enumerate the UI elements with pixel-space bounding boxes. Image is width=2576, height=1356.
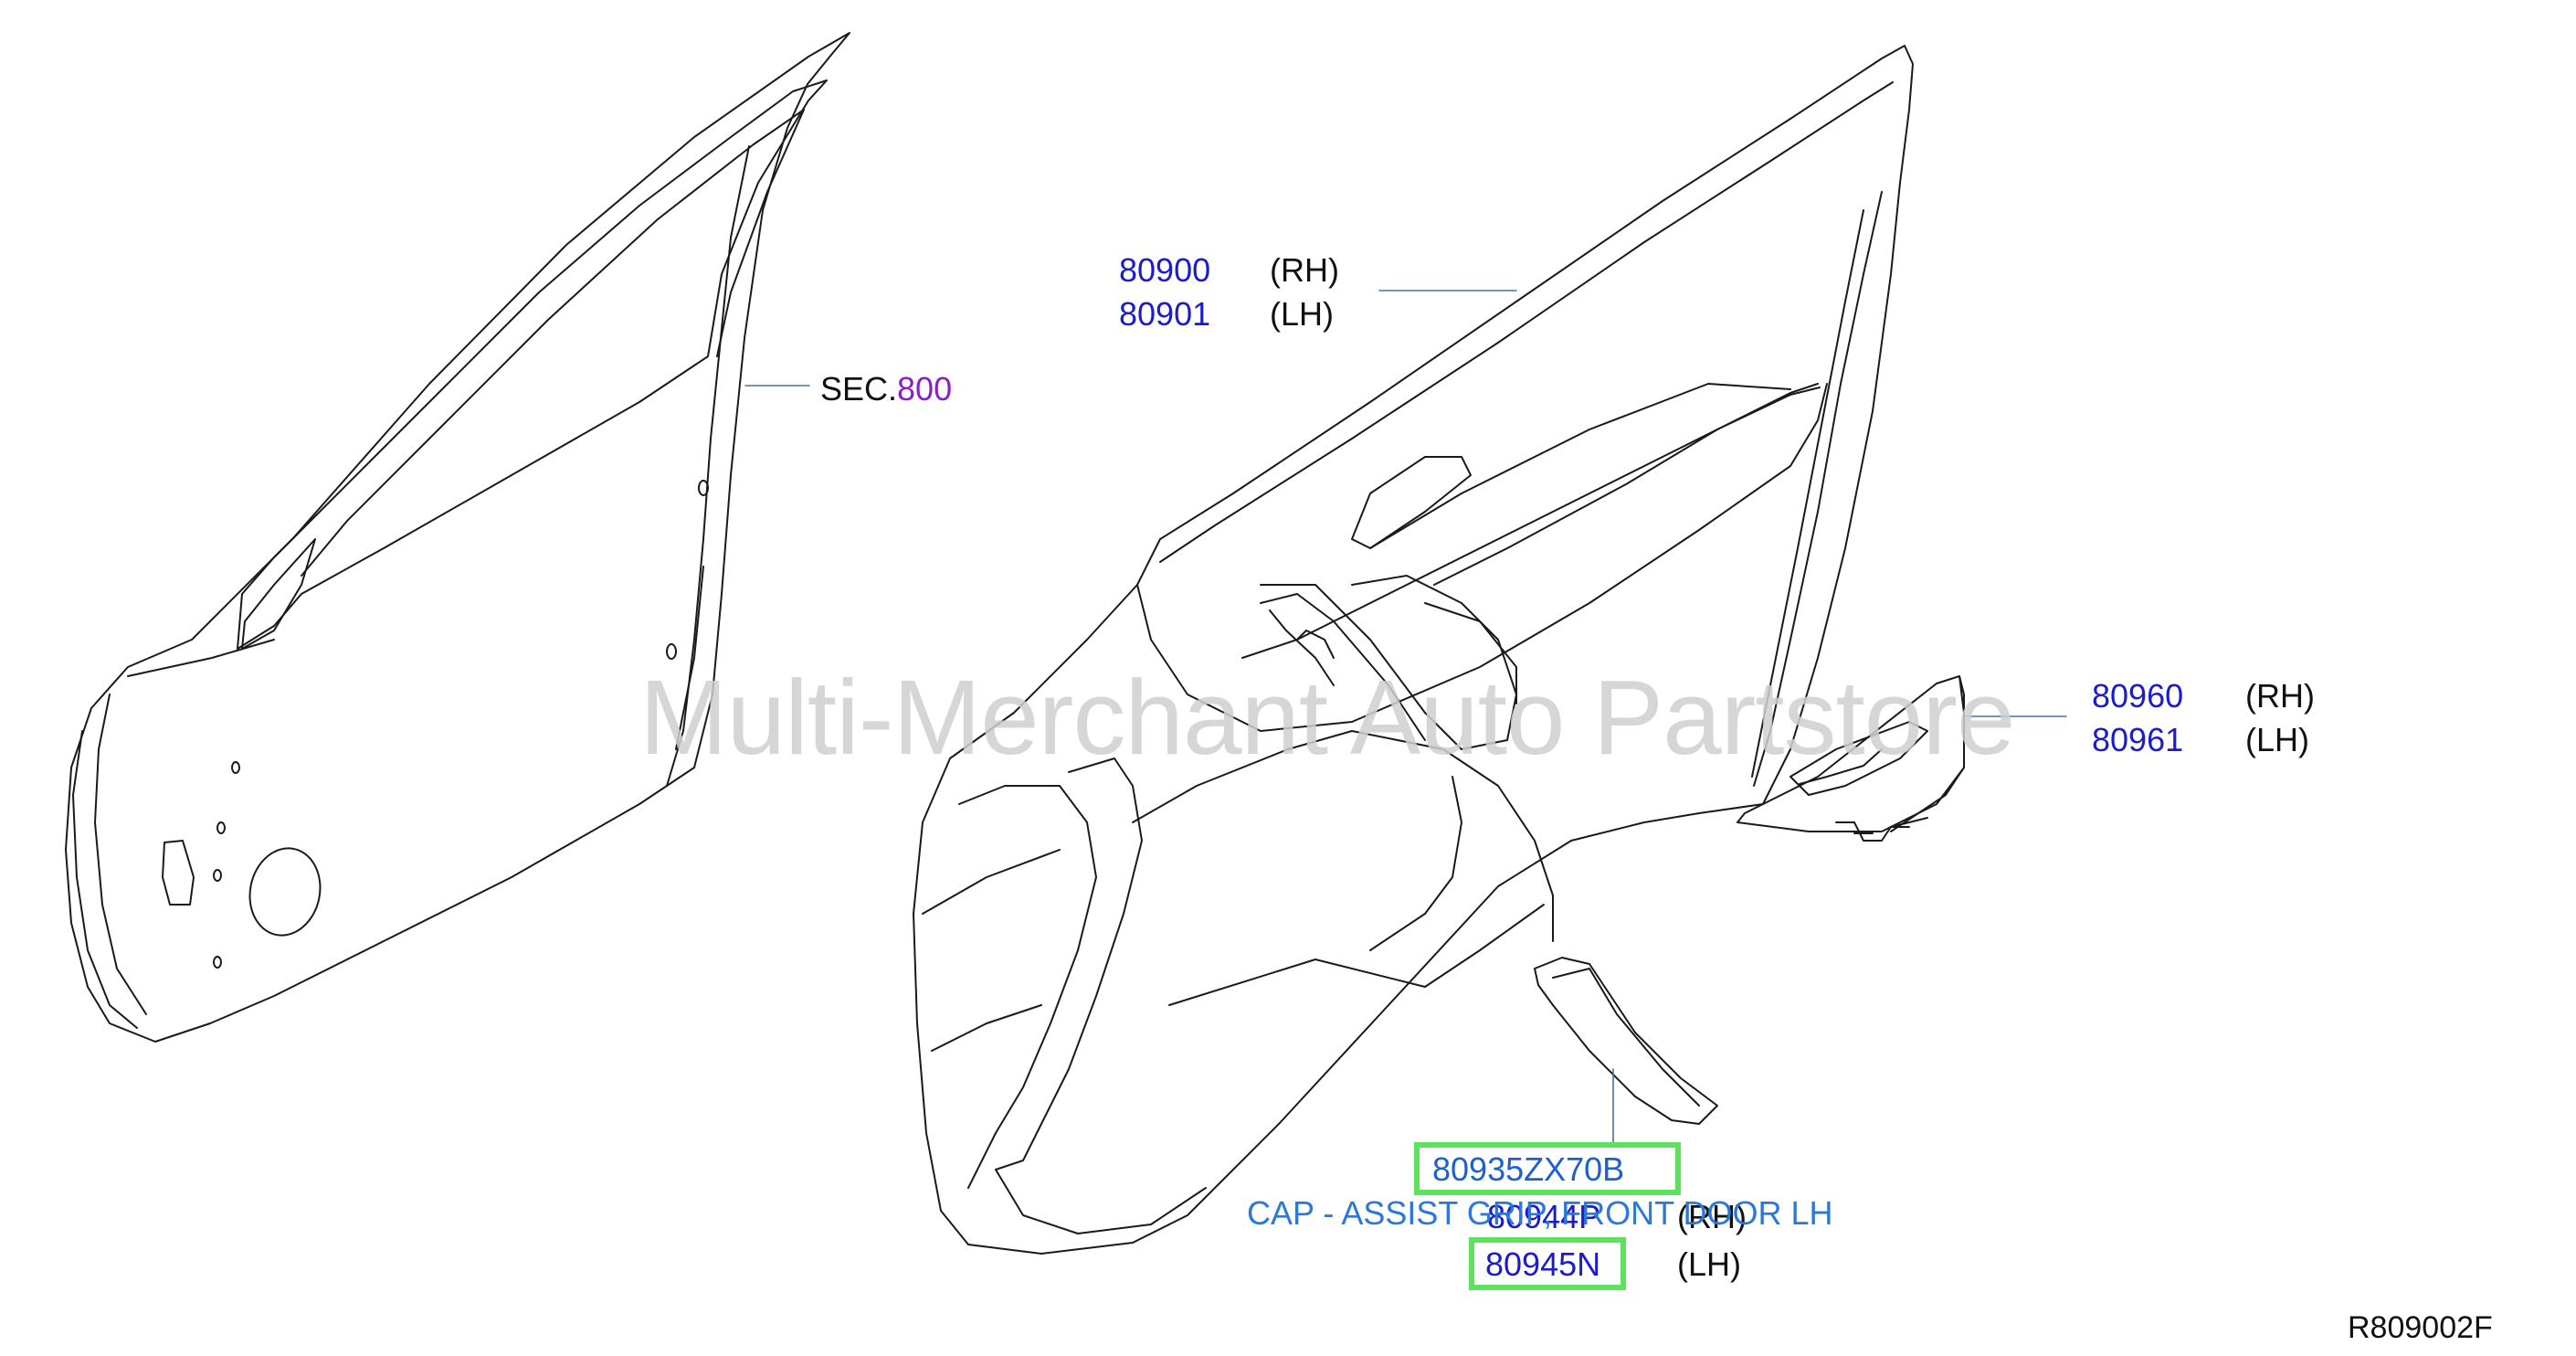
section-number[interactable]: 800 — [897, 370, 953, 408]
part-number-80960[interactable]: 80960 — [2092, 677, 2184, 715]
section-reference[interactable]: SEC.800 — [820, 373, 952, 406]
side-label-rh: (RH) — [2245, 677, 2315, 715]
side-label-lh: (LH) — [2245, 721, 2309, 758]
highlight-box-80935zx70b[interactable] — [1414, 1142, 1681, 1195]
section-prefix: SEC. — [820, 370, 898, 408]
part-number-80935zx70b[interactable]: 80935ZX70B — [1432, 1150, 1625, 1188]
switch-finisher-drawing — [1737, 676, 2066, 841]
side-label-rh: (RH) — [1270, 251, 1339, 289]
side-label-rh: (RH) — [1677, 1198, 1747, 1235]
part-number-80961[interactable]: 80961 — [2092, 721, 2184, 758]
side-label-lh: (LH) — [1677, 1245, 1741, 1283]
part-number-80945n[interactable]: 80945N — [1485, 1245, 1601, 1283]
door-trim-panel-drawing — [913, 46, 1913, 1254]
side-label-lh: (LH) — [1270, 295, 1334, 333]
part-number-80901[interactable]: 80901 — [1119, 295, 1211, 333]
part-number-80900[interactable]: 80900 — [1119, 251, 1211, 289]
door-shell-drawing — [66, 33, 850, 1042]
part-description-caption: CAP - ASSIST GRIP, FRONT DOOR LH — [1247, 1194, 1833, 1232]
assist-grip-cap-drawing — [1535, 958, 1717, 1146]
watermark-text: Multi-Merchant Auto Partstore — [639, 658, 2015, 777]
part-number-80944p[interactable]: 80944P — [1487, 1198, 1601, 1235]
diagram-code: R809002F — [2348, 1310, 2493, 1345]
highlight-box-80945n[interactable] — [1469, 1237, 1626, 1290]
